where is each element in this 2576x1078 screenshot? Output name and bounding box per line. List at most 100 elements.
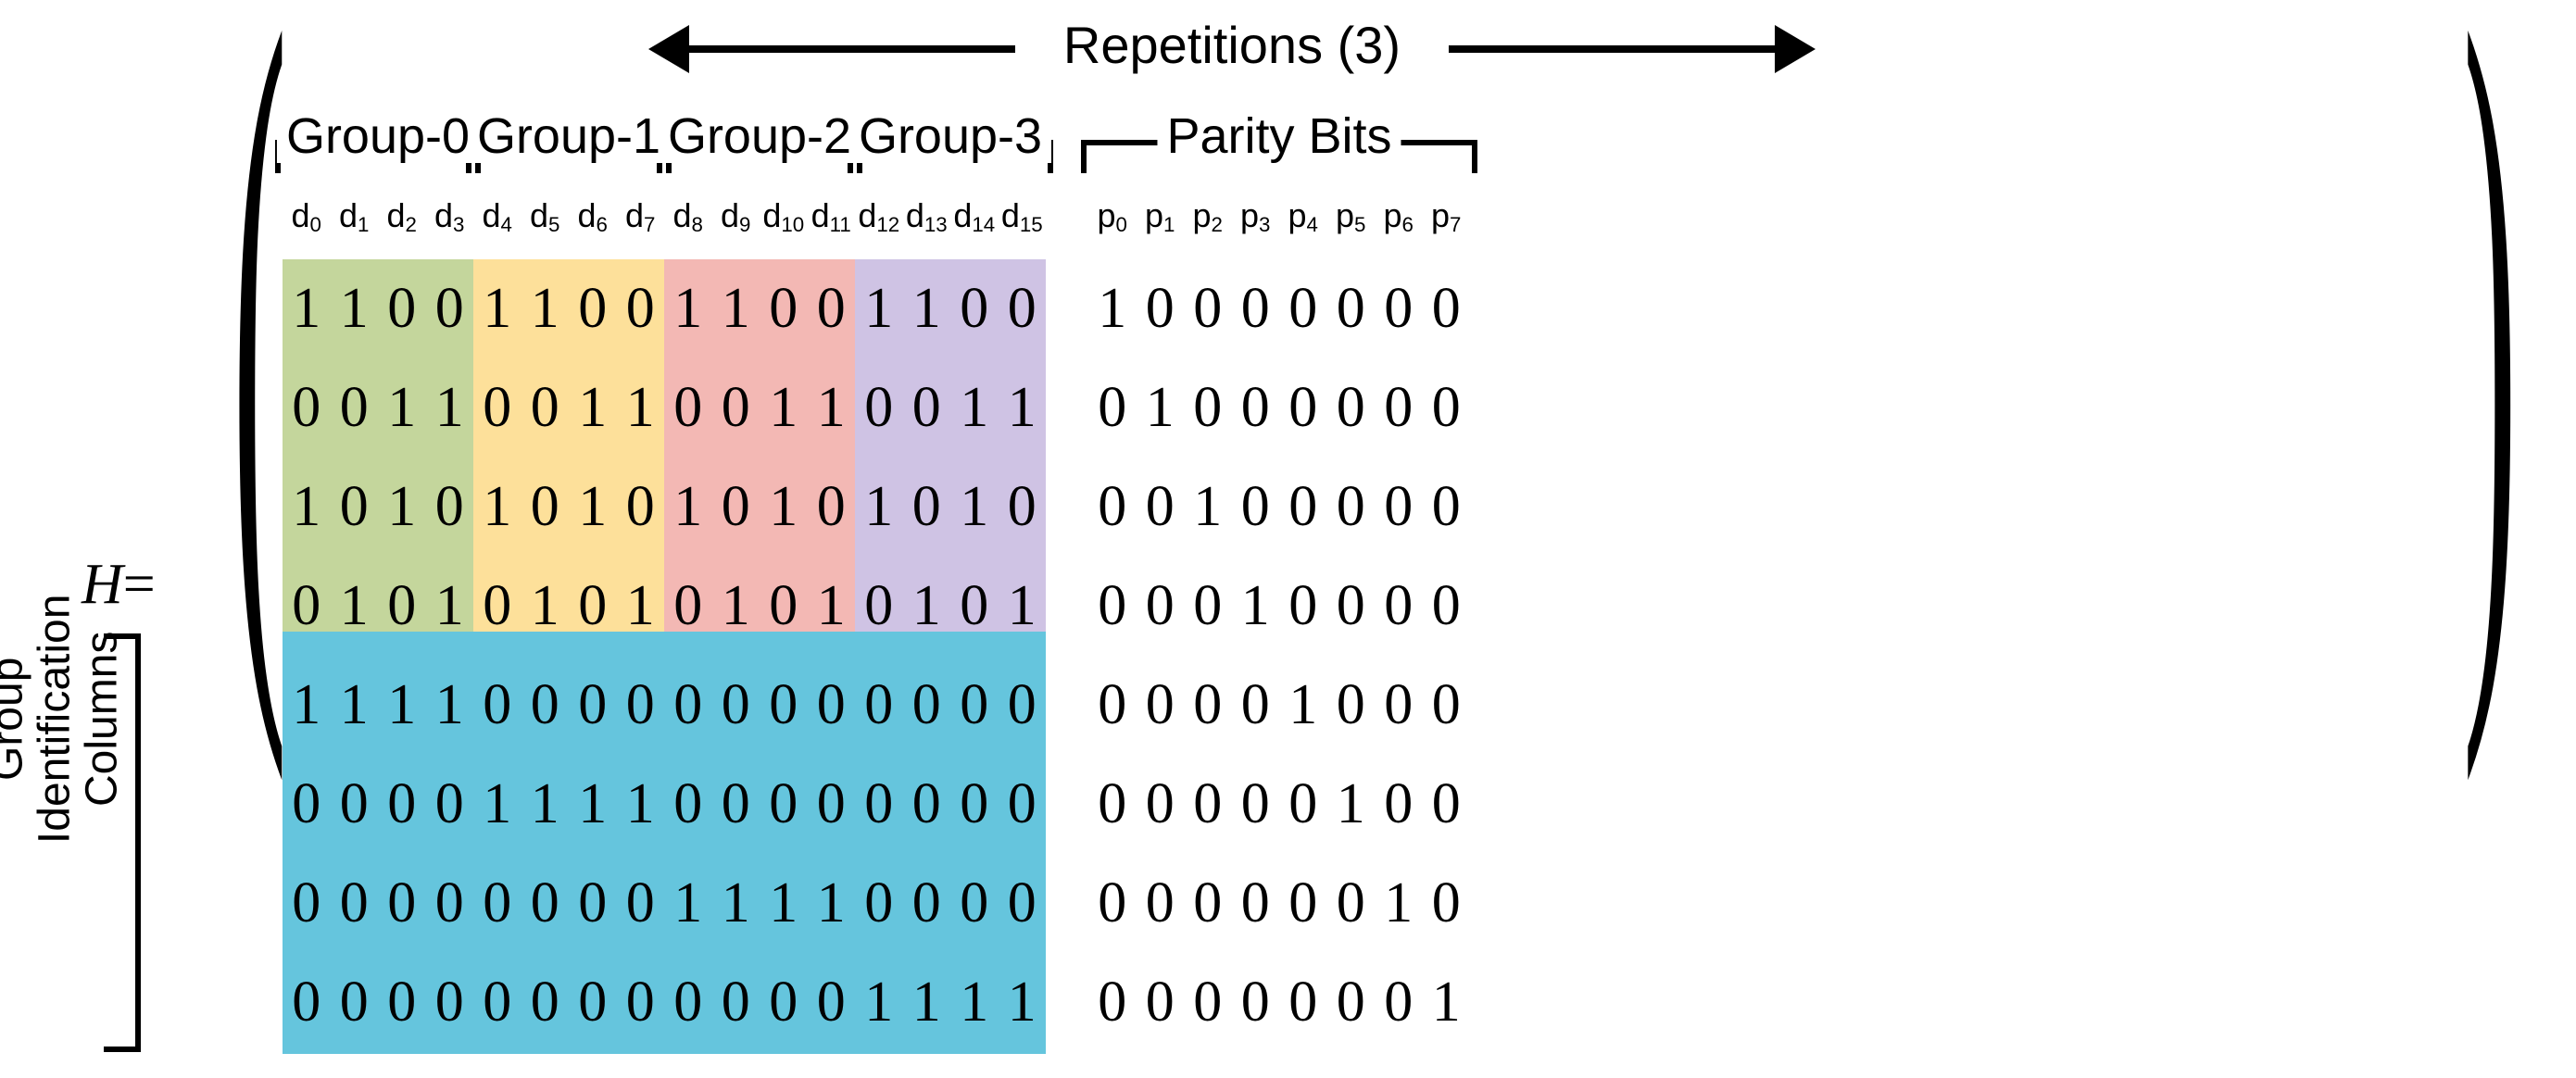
column-header-subscript: 7 [1450, 212, 1462, 236]
matrix-cell: 1 [673, 871, 703, 934]
bracket-bottom-tick [104, 1047, 141, 1052]
column-header-subscript: 5 [1354, 212, 1366, 236]
matrix-cell: 0 [864, 772, 894, 835]
matrix-cell: 0 [721, 673, 750, 736]
matrix-cell: 0 [1007, 673, 1037, 736]
matrix-cell: 0 [1145, 475, 1175, 538]
group-bracket-group-2: Group-2 [657, 110, 862, 173]
column-header-base: p [1145, 196, 1164, 234]
matrix-cell: 1 [816, 574, 846, 637]
column-header-subscript: 11 [829, 212, 851, 236]
matrix-cell: 0 [578, 277, 608, 340]
matrix-cell: 0 [625, 971, 655, 1034]
column-header-base: d [386, 196, 406, 234]
matrix-cell: 1 [434, 376, 464, 439]
matrix-cell: 1 [625, 574, 655, 637]
matrix-cell: 0 [769, 574, 798, 637]
column-header-base: d [1000, 196, 1020, 234]
column-header-base: d [905, 196, 924, 234]
matrix-cell: 1 [292, 277, 321, 340]
column-header-p7: p7 [1423, 199, 1471, 235]
matrix-cell: 0 [1431, 871, 1461, 934]
matrix-cell: 0 [1145, 871, 1175, 934]
matrix-cell: 0 [1431, 772, 1461, 835]
column-header-d10: d10 [760, 199, 808, 235]
group-1-highlight [473, 259, 664, 632]
matrix-cell: 0 [1098, 376, 1127, 439]
bracket-vertical [135, 633, 141, 1052]
column-header-base: d [291, 196, 310, 234]
matrix-cell: 0 [1384, 475, 1414, 538]
matrix-cell: 1 [673, 475, 703, 538]
matrix-cell: 1 [387, 376, 417, 439]
arrow-right-shaft [1449, 45, 1782, 53]
matrix-cell: 0 [1007, 277, 1037, 340]
matrix-cell: 0 [1384, 772, 1414, 835]
column-header-base: p [1097, 196, 1116, 234]
bracket-top-tick [104, 633, 141, 639]
matrix-cell: 1 [721, 277, 750, 340]
matrix-cell: 0 [1240, 772, 1270, 835]
matrix-cell: 1 [483, 475, 512, 538]
arrow-left-shaft [682, 45, 1015, 53]
matrix-cell: 0 [1240, 971, 1270, 1034]
group-bracket-label: Group-3 [848, 110, 1052, 163]
matrix-cell: 0 [1193, 971, 1223, 1034]
column-header-base: d [339, 196, 358, 234]
matrix-cell: 1 [292, 673, 321, 736]
column-header-subscript: 6 [1401, 212, 1414, 236]
repetitions-annotation: Repetitions (3) [648, 9, 1816, 81]
matrix-cell: 0 [339, 475, 369, 538]
matrix-cell: 1 [1384, 871, 1414, 934]
matrix-cell: 0 [578, 871, 608, 934]
matrix-cell: 0 [1384, 376, 1414, 439]
group-bracket-group-1: Group-1 [466, 110, 672, 173]
group-2-highlight [664, 259, 855, 632]
column-header-d3: d3 [426, 196, 474, 235]
matrix-cell: 0 [292, 574, 321, 637]
column-header-p0: p0 [1088, 196, 1137, 235]
matrix-cell: 0 [864, 574, 894, 637]
group-3-highlight [855, 259, 1046, 632]
group-bracket-label: Group-0 [276, 110, 480, 163]
column-header-base: d [530, 196, 549, 234]
group-bracket-group-0: Group-0 [275, 110, 481, 173]
column-header-subscript: 6 [596, 212, 608, 236]
matrix-cell: 1 [769, 475, 798, 538]
column-header-base: p [1336, 196, 1355, 234]
column-header-base: d [810, 196, 830, 234]
matrix-cell: 0 [1336, 475, 1365, 538]
matrix-cell: 0 [911, 475, 941, 538]
matrix-cell: 1 [721, 871, 750, 934]
matrix-cell: 0 [864, 673, 894, 736]
column-header-subscript: 0 [309, 212, 321, 236]
matrix-cell: 1 [625, 376, 655, 439]
matrix-cell: 0 [1145, 574, 1175, 637]
matrix-cell: 0 [1098, 971, 1127, 1034]
matrix-cell: 0 [1336, 376, 1365, 439]
column-header-d7: d7 [617, 196, 665, 235]
matrix-cell: 1 [625, 772, 655, 835]
matrix-cell: 0 [1384, 971, 1414, 1034]
matrix-cell: 0 [1240, 277, 1270, 340]
matrix-cell: 0 [816, 971, 846, 1034]
matrix-cell: 0 [339, 376, 369, 439]
matrix-cell: 0 [816, 673, 846, 736]
matrix-cell: 1 [1007, 376, 1037, 439]
matrix-cell: 0 [292, 772, 321, 835]
matrix-cell: 0 [721, 971, 750, 1034]
matrix-cell: 0 [1240, 673, 1270, 736]
matrix-cell: 1 [578, 772, 608, 835]
matrix-cell: 0 [960, 673, 989, 736]
column-header-subscript: 2 [1211, 212, 1223, 236]
matrix-cell: 1 [816, 871, 846, 934]
column-header-base: d [434, 196, 454, 234]
column-header-p3: p3 [1232, 199, 1280, 235]
column-header-base: d [625, 196, 645, 234]
matrix-cell: 1 [769, 871, 798, 934]
column-header-subscript: 12 [876, 212, 900, 236]
column-header-subscript: 15 [1019, 212, 1043, 236]
gid-label-line-1: Group [0, 657, 32, 782]
